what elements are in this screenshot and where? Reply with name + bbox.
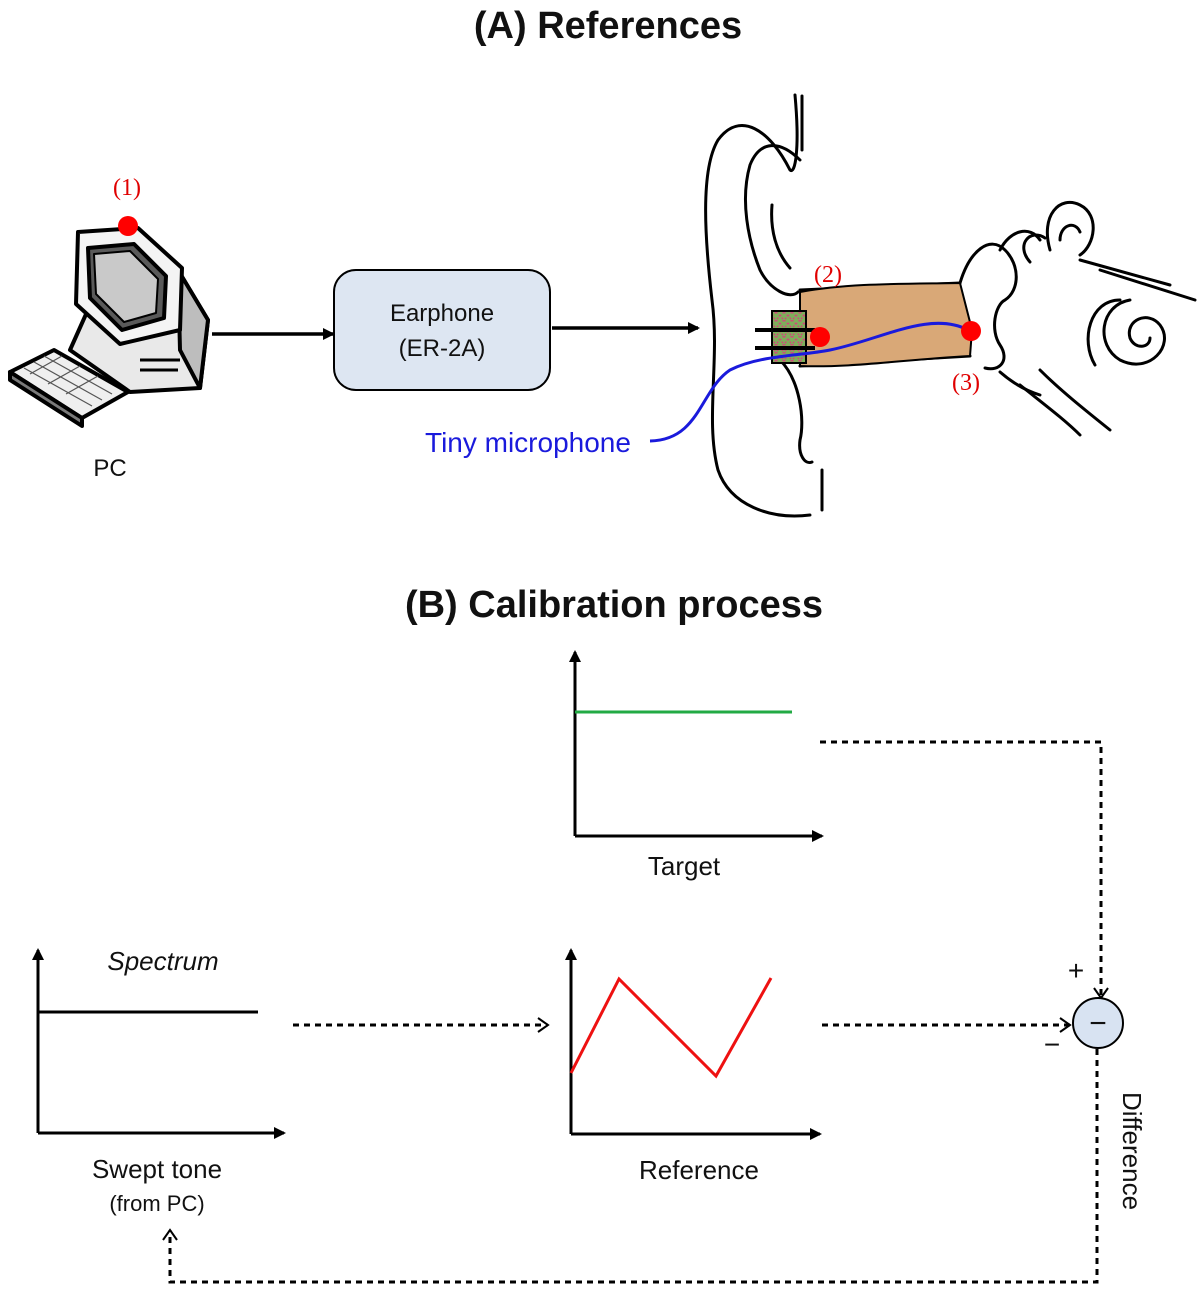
point-3-label: (3) <box>952 370 980 396</box>
difference-node-sign: − <box>1089 1007 1107 1040</box>
marker-point-2 <box>810 327 830 347</box>
flow-arrows <box>162 740 1109 1284</box>
difference-node <box>1072 997 1124 1049</box>
point-2-label: (2) <box>814 262 842 288</box>
marker-point-3 <box>961 321 981 341</box>
pc-label: PC <box>93 455 126 482</box>
point-1-label: (1) <box>113 175 141 201</box>
target-label: Target <box>648 851 721 881</box>
marker-point-1 <box>118 216 138 236</box>
spectrum-label: Spectrum <box>107 946 218 976</box>
earphone-label: Earphone <box>390 300 494 327</box>
earphone-model-label: (ER-2A) <box>399 335 486 362</box>
swept-axes <box>32 948 286 1139</box>
reference-label: Reference <box>639 1155 759 1185</box>
flow-target-to-node <box>820 740 1109 1000</box>
microphone-label: Tiny microphone <box>425 427 631 458</box>
earphone-box <box>333 269 551 391</box>
section-a-title: (A) References <box>474 5 742 47</box>
section-b-title: (B) Calibration process <box>405 584 823 626</box>
plus-sign: + <box>1068 955 1084 986</box>
difference-label: Difference <box>1117 1092 1147 1210</box>
reference-line <box>569 976 773 1079</box>
swept-label: Swept tone <box>92 1154 222 1184</box>
swept-sub-label: (from PC) <box>109 1191 204 1216</box>
target-axes <box>569 650 824 842</box>
minus-sign: − <box>1044 1029 1060 1060</box>
microphone-wire <box>649 321 969 443</box>
reference-axes <box>565 948 822 1140</box>
computer-icon <box>8 226 210 428</box>
flow-difference-to-swept <box>162 1049 1099 1284</box>
